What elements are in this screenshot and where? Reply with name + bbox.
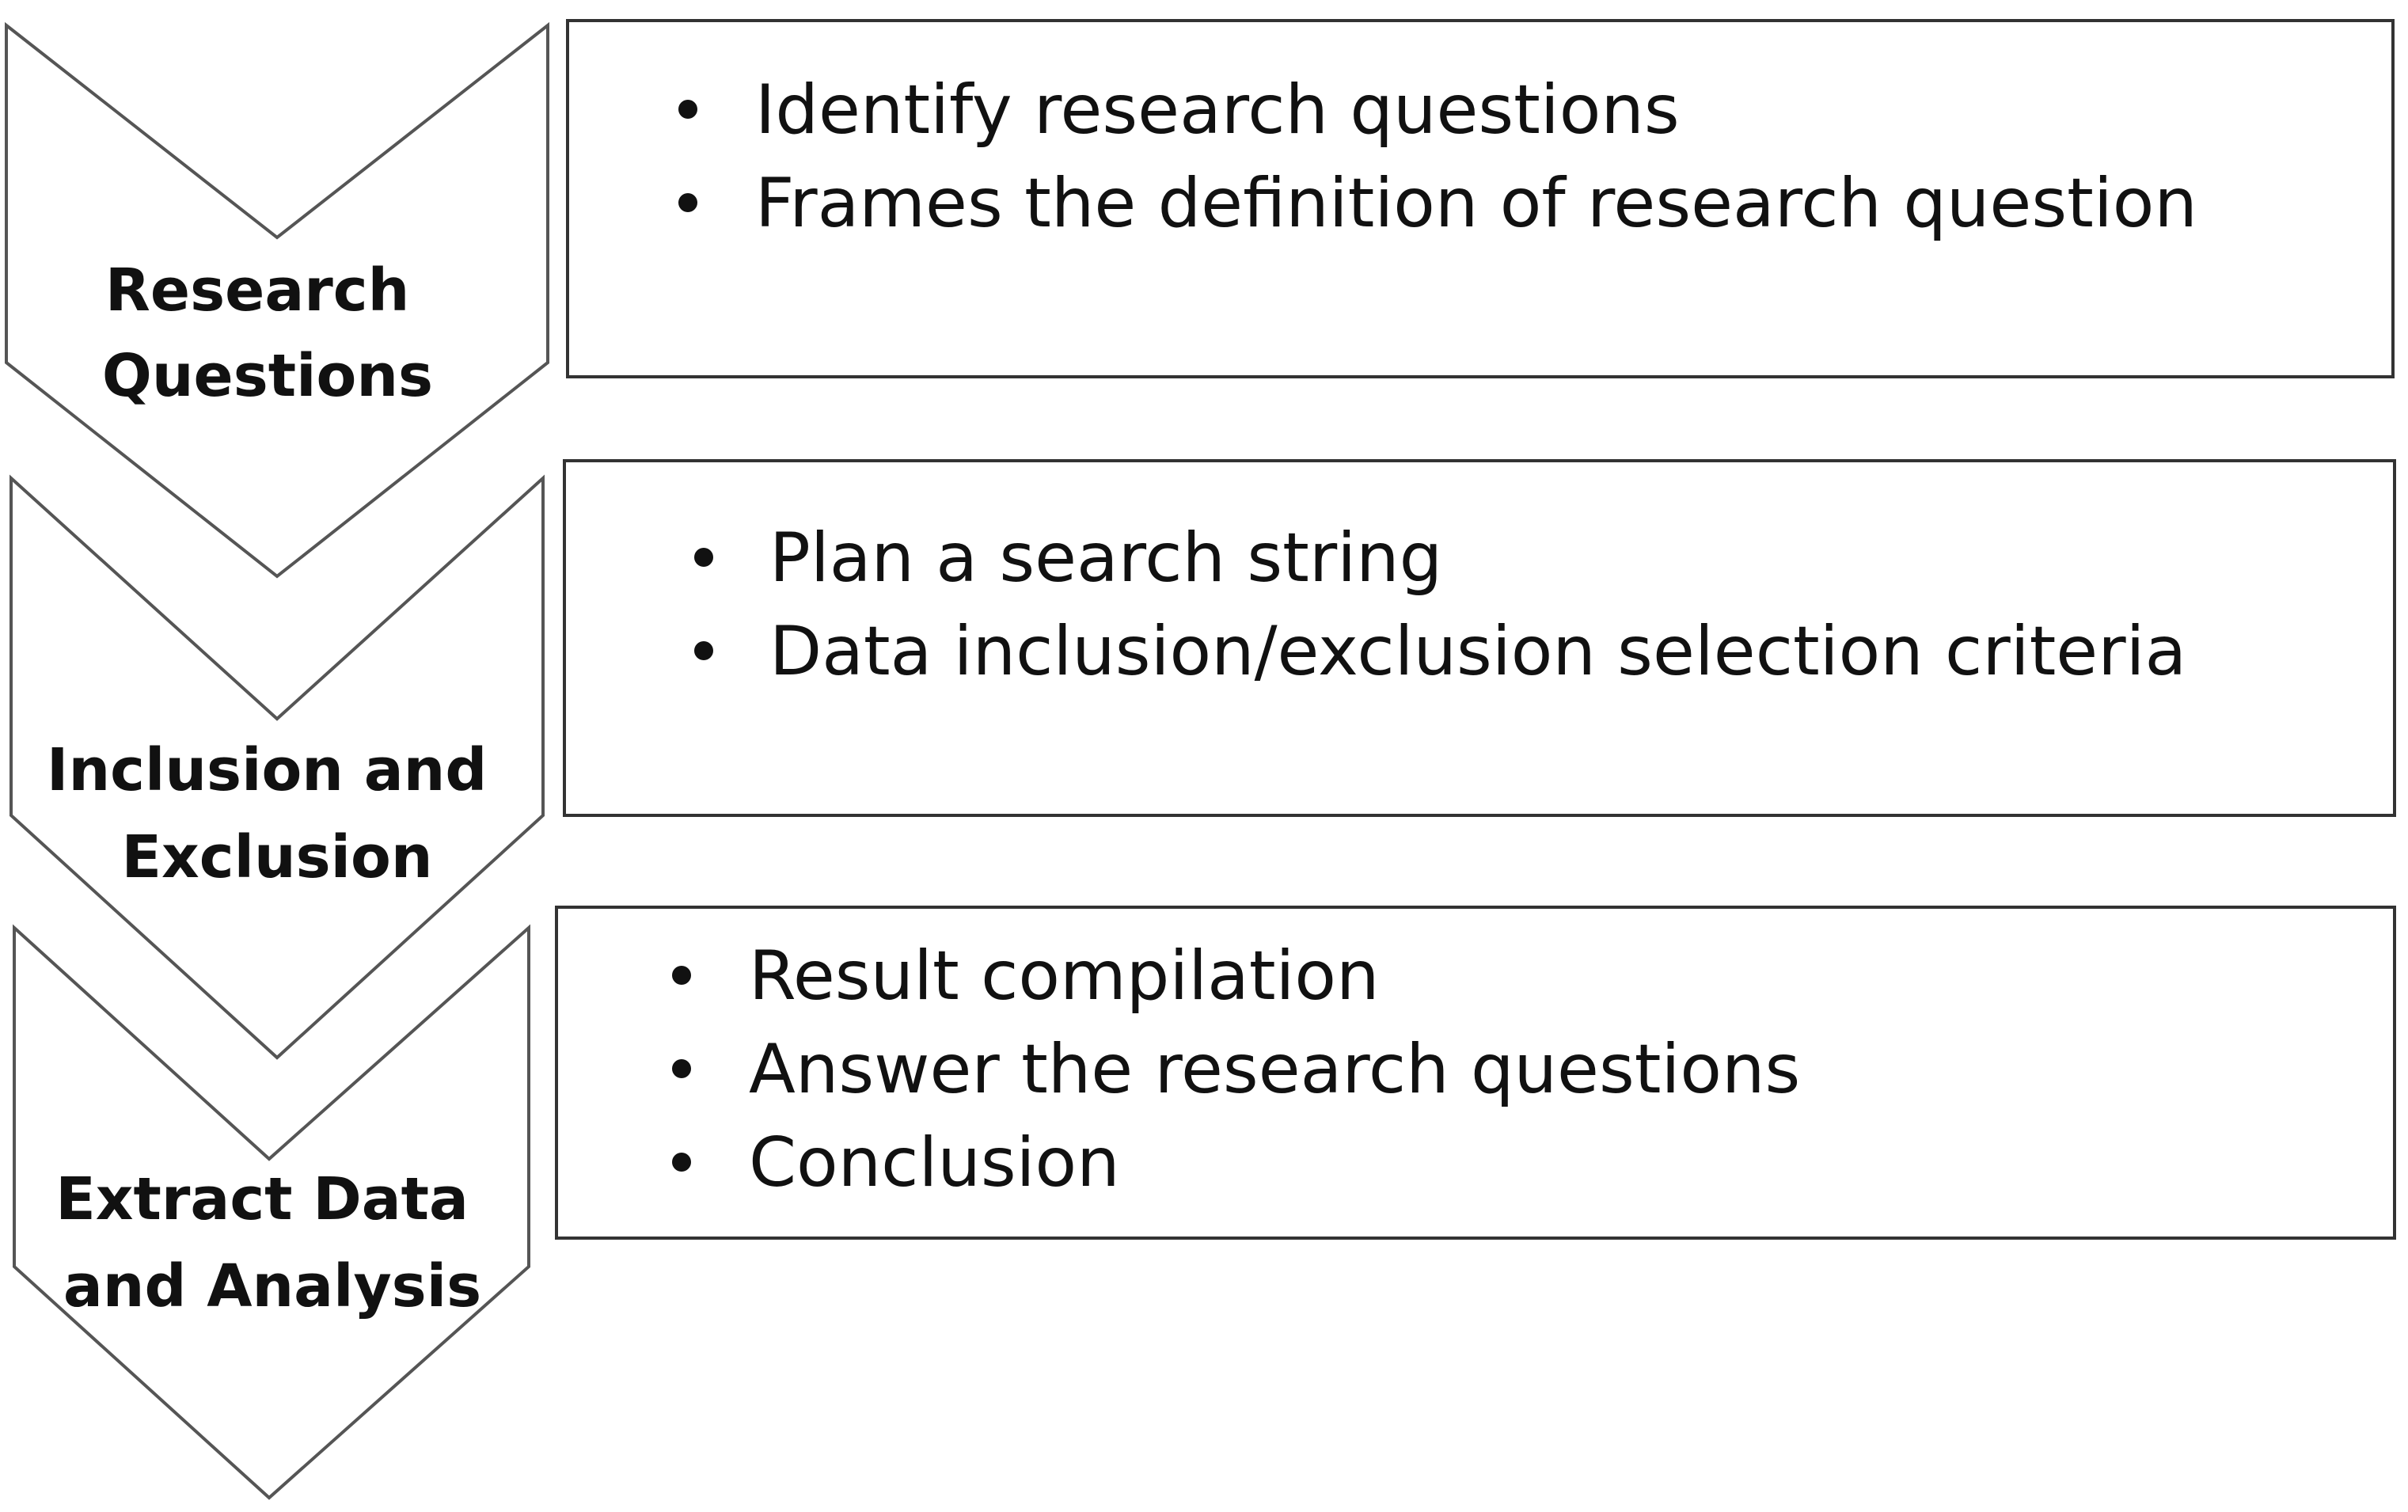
stage-3-label: Extract Data and Analysis — [55, 1165, 489, 1320]
stage-extract-analysis: Extract Data and Analysis Result compila… — [13, 906, 2396, 1500]
stage-2-item-2: Data inclusion/exclusion selection crite… — [769, 612, 2186, 691]
stage-3-chevron — [13, 924, 530, 1500]
stage-1-label: Research Questions — [102, 256, 433, 410]
stage-3-item-3-bullet — [672, 1153, 691, 1172]
stage-2-item-2-bullet — [694, 641, 713, 660]
stage-3-item-2: Answer the research questions — [749, 1030, 1800, 1109]
stage-1-label-line-1: Research — [105, 256, 409, 325]
stage-2-item-1-bullet — [694, 548, 713, 567]
stage-2-label-line-1: Inclusion and — [47, 736, 487, 804]
stage-1-item-1: Identify research questions — [755, 70, 1680, 150]
stage-1-label-line-2: Questions — [102, 342, 433, 410]
stage-3-item-1-bullet — [672, 966, 691, 985]
stage-2-chevron — [9, 474, 545, 1060]
stage-2-label: Inclusion and Exclusion — [47, 736, 507, 891]
stage-2-item-1: Plan a search string — [769, 519, 1442, 598]
stage-1-item-2-bullet — [678, 193, 697, 212]
stage-3-item-2-bullet — [672, 1059, 691, 1078]
stage-1-details-box — [566, 19, 2395, 378]
stage-3-details-box — [555, 906, 2396, 1240]
stage-1-item-2: Frames the definition of research questi… — [755, 164, 2197, 243]
stage-inclusion-exclusion: Inclusion and Exclusion Plan a search st… — [9, 459, 2396, 1060]
stage-3-label-line-1: Extract Data — [55, 1165, 469, 1233]
stage-research-questions: Research Questions Identify research que… — [5, 19, 2395, 579]
stage-1-item-1-bullet — [678, 100, 697, 119]
stage-3-item-3: Conclusion — [749, 1123, 1120, 1202]
stage-2-details-box — [563, 459, 2396, 817]
stage-2-label-line-2: Exclusion — [121, 823, 432, 891]
stage-1-chevron — [5, 21, 549, 579]
stage-3-item-1: Result compilation — [749, 936, 1380, 1016]
stage-3-label-line-2: and Analysis — [63, 1252, 481, 1320]
